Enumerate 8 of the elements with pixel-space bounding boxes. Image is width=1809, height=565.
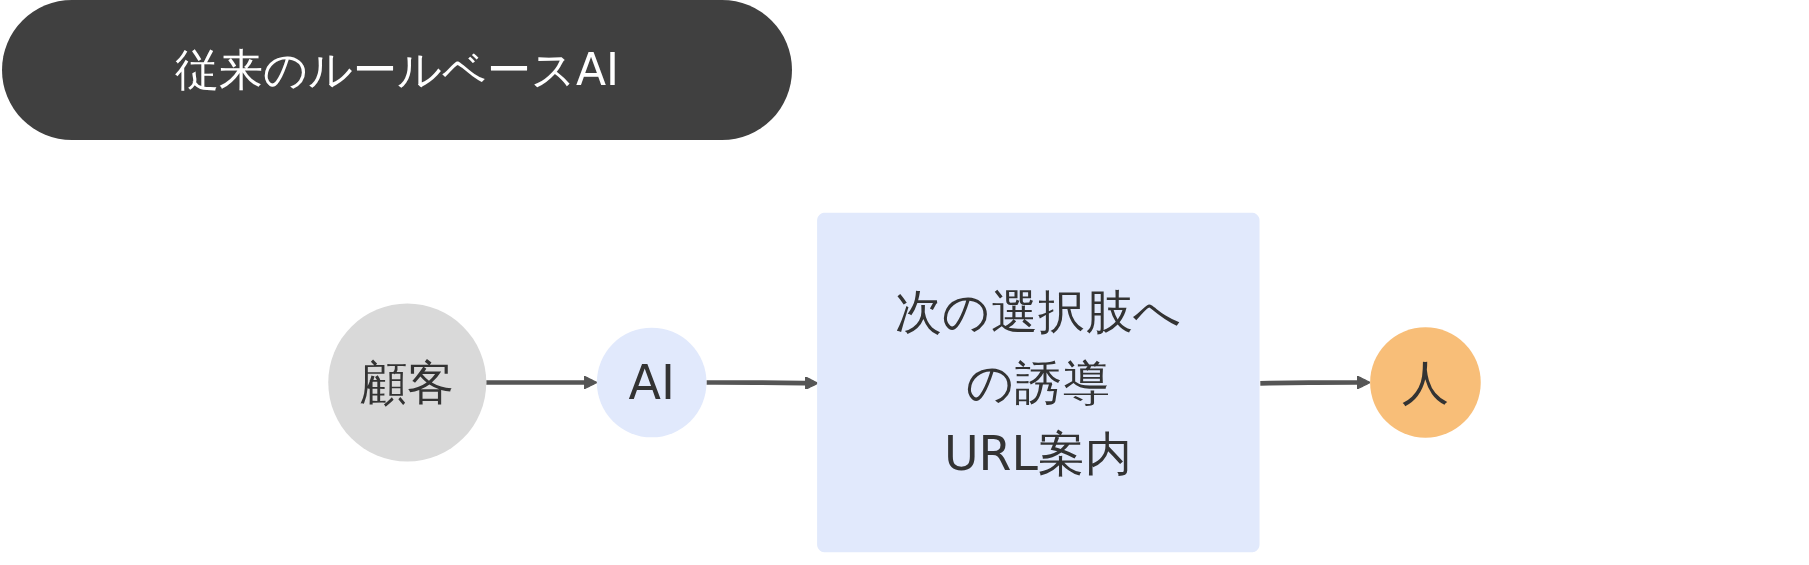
node-circle: 顧客 xyxy=(328,303,487,462)
node-circle: AI xyxy=(596,327,707,438)
arrow xyxy=(706,376,819,391)
node-circle: 人 xyxy=(1370,327,1481,438)
node-box: 次の選択肢への誘導 URL案内 xyxy=(817,212,1260,553)
arrow xyxy=(1260,375,1371,390)
title-banner: 従来のルールベースAI xyxy=(2,0,792,140)
arrow xyxy=(486,375,598,390)
